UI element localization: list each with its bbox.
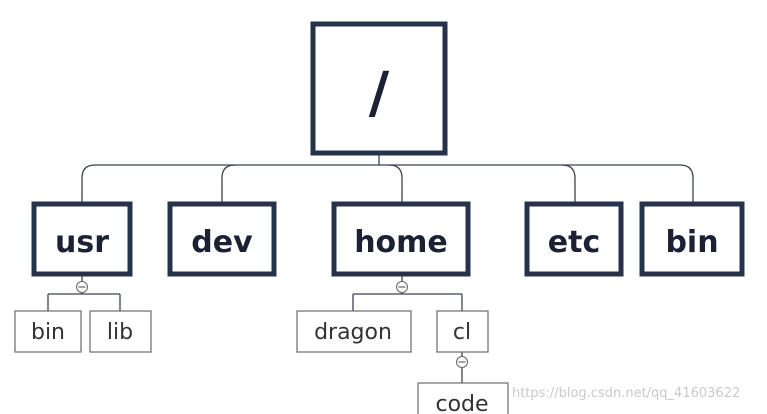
collapse-icon-cl[interactable]	[456, 356, 468, 368]
node-cl-code-label: code	[435, 392, 488, 414]
node-usr-bin-label: bin	[31, 320, 65, 345]
node-usr-bin: bin	[14, 310, 82, 353]
collapse-icon-usr[interactable]	[76, 281, 88, 293]
node-home-dragon-label: dragon	[314, 320, 392, 345]
node-home-label: home	[354, 225, 448, 260]
root-connectors	[81, 153, 694, 202]
node-home: home	[331, 201, 471, 277]
node-root-label: /	[369, 61, 390, 126]
node-bin: bin	[639, 201, 745, 277]
node-dev: dev	[167, 201, 277, 277]
node-usr-lib-label: lib	[107, 320, 133, 345]
node-home-cl: cl	[436, 310, 489, 353]
node-home-cl-label: cl	[453, 320, 471, 345]
usr-connectors	[47, 276, 121, 311]
node-etc-label: etc	[548, 225, 600, 260]
watermark-text: https://blog.csdn.net/qq_41603622	[512, 386, 741, 401]
node-cl-code: code	[417, 382, 509, 414]
node-usr-lib: lib	[89, 310, 152, 353]
collapse-icon-home[interactable]	[396, 281, 408, 293]
node-home-dragon: dragon	[296, 310, 412, 353]
node-dev-label: dev	[191, 225, 253, 260]
node-root: /	[310, 21, 448, 156]
node-etc: etc	[524, 201, 624, 277]
node-bin-label: bin	[665, 225, 718, 260]
node-usr-label: usr	[55, 225, 109, 260]
home-connectors	[352, 276, 463, 311]
node-usr: usr	[31, 201, 133, 277]
